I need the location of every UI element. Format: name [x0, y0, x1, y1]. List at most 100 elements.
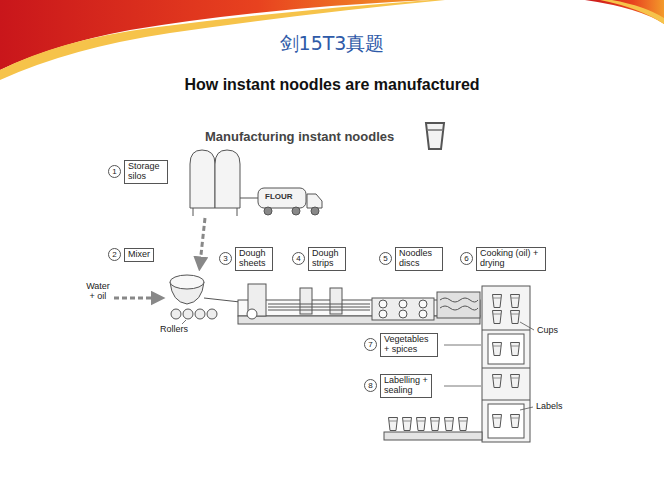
step-name: Vegetables + spices [380, 333, 438, 357]
title-cup-icon [426, 123, 444, 149]
step-label: 7Vegetables + spices [364, 333, 438, 357]
output-conveyor [445, 418, 454, 431]
step-label: 3Dough sheets [219, 247, 273, 271]
packing-tower [511, 311, 520, 324]
storage-silos [215, 150, 240, 208]
part-label: Rollers [160, 325, 188, 335]
step-label: 5Noodles discs [379, 247, 443, 271]
output-conveyor [384, 432, 482, 440]
step-name: Noodles discs [395, 247, 443, 271]
packing-tower [482, 400, 530, 401]
step-name: Cooking (oil) + drying [476, 247, 546, 271]
flour-truck [307, 194, 322, 208]
packing-tower [493, 343, 502, 356]
output-conveyor [389, 418, 398, 431]
flow-arrow [114, 218, 205, 298]
leader-line [182, 320, 534, 410]
packing-tower [493, 311, 502, 324]
conveyor-line [440, 306, 478, 310]
output-conveyor [384, 418, 482, 441]
step-label: 4Dough strips [292, 247, 346, 271]
storage-silos [193, 208, 194, 216]
callout-number: 6 [460, 252, 473, 265]
flour-truck [292, 207, 300, 215]
mixer [171, 309, 181, 319]
storage-silos [237, 208, 238, 216]
conveyor-line [372, 298, 434, 320]
conveyor-line [379, 310, 387, 318]
part-label: Cups [537, 326, 558, 336]
flow-arrow [114, 297, 158, 300]
conveyor-line [238, 284, 480, 324]
callout-number: 4 [292, 252, 305, 265]
packing-tower [482, 368, 530, 369]
callout-number: 8 [364, 379, 377, 392]
slide-decoration [600, 0, 664, 24]
step-label: 8Labelling + sealing [364, 374, 432, 398]
packing-tower [488, 404, 524, 438]
packing-tower [493, 295, 502, 308]
packing-tower [482, 286, 530, 442]
conveyor-line [379, 300, 387, 308]
subtitle: How instant noodles are manufactured [0, 76, 664, 94]
packing-tower [511, 295, 520, 308]
leader-line [182, 320, 186, 324]
conveyor-line [268, 307, 370, 308]
conveyor-line [437, 292, 480, 318]
packing-tower [482, 330, 530, 331]
part-label: Labels [536, 402, 563, 412]
packing-tower [482, 286, 530, 442]
mixer [195, 309, 205, 319]
leader-line [520, 322, 534, 330]
callout-number: 1 [108, 165, 121, 178]
title-cup-icon [426, 123, 444, 149]
conveyor-line [419, 310, 427, 318]
mixer [170, 275, 204, 289]
leader-line [520, 407, 533, 410]
leader-line [444, 345, 481, 346]
flour-truck [258, 188, 306, 208]
callout-number: 5 [379, 252, 392, 265]
mixer [183, 309, 193, 319]
storage-silos [190, 150, 215, 208]
flour-truck [258, 188, 322, 215]
step-name: Dough sheets [235, 247, 273, 271]
packing-tower [488, 334, 524, 364]
leader-line [444, 386, 481, 387]
storage-silos [240, 198, 258, 199]
packing-tower [493, 375, 502, 388]
packing-tower [511, 415, 520, 428]
output-conveyor [417, 418, 426, 431]
diagram-title: Manufacturing instant noodles [205, 130, 394, 144]
conveyor-line [399, 310, 407, 318]
callout-number: 3 [219, 252, 232, 265]
output-conveyor [459, 418, 468, 431]
output-conveyor [403, 418, 412, 431]
flour-truck [264, 207, 272, 215]
flow-arrow [200, 218, 205, 264]
packing-tower [493, 415, 502, 428]
truck-label: FLOUR [265, 193, 293, 202]
output-conveyor [431, 418, 440, 431]
conveyor-line [268, 304, 370, 305]
conveyor-line [247, 309, 257, 319]
flour-truck [311, 207, 319, 215]
step-name: Mixer [124, 248, 154, 262]
slide-decoration [585, 0, 664, 24]
mixer [170, 275, 240, 319]
packing-tower [511, 343, 520, 356]
conveyor-line [399, 300, 407, 308]
step-name: Storage silos [124, 160, 168, 184]
slide-decoration [0, 0, 664, 80]
conveyor-line [440, 298, 478, 302]
mixer [204, 298, 240, 302]
step-label: 6Cooking (oil) + drying [460, 247, 546, 271]
conveyor-line [419, 300, 427, 308]
callout-number: 2 [108, 248, 121, 261]
step-label: 1Storage silos [108, 160, 168, 184]
input-label: Water + oil [84, 282, 112, 302]
conveyor-line [268, 310, 370, 311]
step-label: 2Mixer [108, 248, 154, 262]
